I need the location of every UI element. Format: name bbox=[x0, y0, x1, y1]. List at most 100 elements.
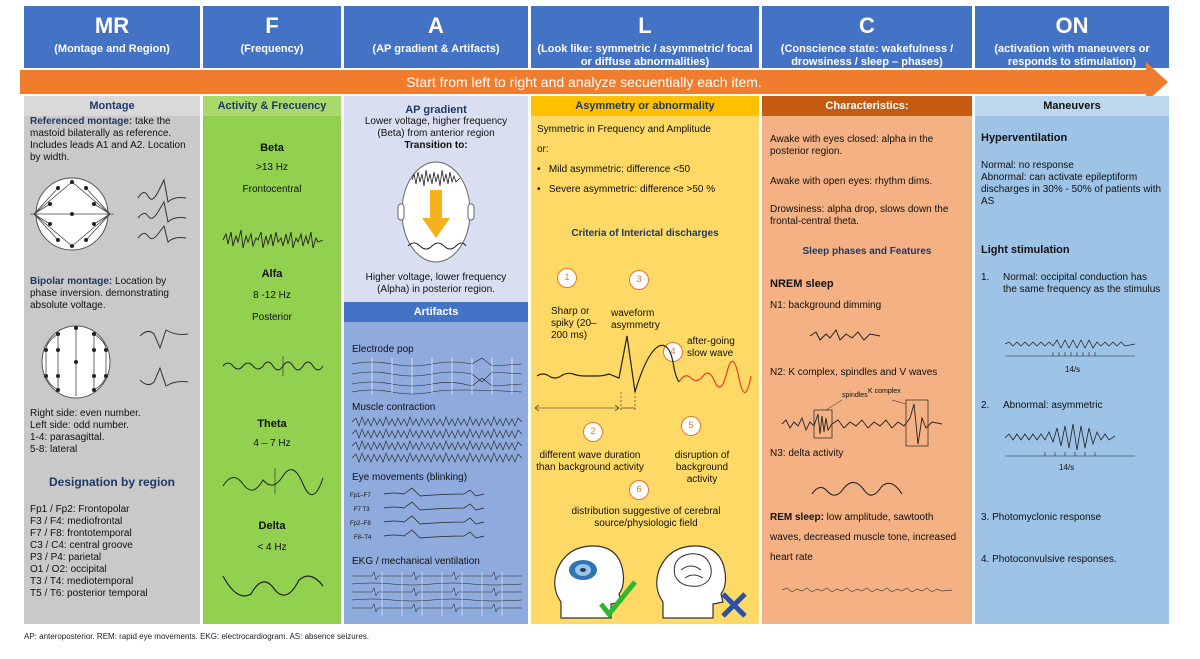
header-mr-sub: (Montage and Region) bbox=[54, 43, 170, 55]
light-normal-text: Normal: occipital conduction has the sam… bbox=[1003, 272, 1161, 295]
header-l-sub: (Look like: symmetric / asymmetric/ foca… bbox=[537, 43, 753, 68]
referenced-montage-head-diagram bbox=[30, 177, 114, 251]
rem-sleep-label: REM sleep: bbox=[770, 512, 824, 523]
referenced-montage-text: Referenced montage: take the mastoid bil… bbox=[30, 116, 196, 164]
band-theta-name: Theta bbox=[257, 418, 287, 430]
bipolar-montage-waves bbox=[139, 329, 189, 387]
hyperventilation-normal: Normal: no response bbox=[981, 160, 1074, 171]
maneuvers-column: Maneuvers Hyperventilation Normal: no re… bbox=[975, 96, 1169, 624]
artifact-electrode-pop: Electrode pop bbox=[352, 344, 414, 355]
band-beta-name: Beta bbox=[260, 142, 284, 154]
frequency-title: Activity & Frecuency bbox=[203, 96, 341, 116]
hyperventilation-title: Hyperventilation bbox=[981, 132, 1068, 144]
header-a: A (AP gradient & Artifacts) bbox=[344, 6, 528, 68]
criterion-number: 1 bbox=[557, 268, 577, 288]
eye-lead-label: F7 T3 bbox=[354, 507, 370, 513]
criterion-text: after-going slow wave bbox=[687, 336, 735, 359]
beta-waveform bbox=[222, 229, 324, 249]
conscience-column: Characteristics: Awake with eyes closed:… bbox=[762, 96, 972, 624]
band-beta-range: >13 Hz bbox=[256, 162, 288, 173]
interictal-discharge-waveform bbox=[534, 335, 752, 412]
band-delta-name: Delta bbox=[258, 520, 286, 532]
criterion-number: 2 bbox=[583, 422, 603, 442]
conscience-item: Drowsiness: alpha drop, slows down the f… bbox=[770, 204, 949, 227]
region-designation-title: Designation by region bbox=[48, 475, 175, 489]
n2-waveform bbox=[781, 399, 943, 447]
referenced-montage-waves bbox=[137, 178, 187, 243]
header-c-sub: (Conscience state: wakefulness / drowsin… bbox=[780, 43, 954, 68]
ap-gradient-title: AP gradient bbox=[405, 104, 467, 116]
header-a-sub: (AP gradient & Artifacts) bbox=[372, 43, 500, 55]
criterion-number: 6 bbox=[629, 480, 649, 500]
bipolar-montage-head-diagram bbox=[41, 325, 111, 399]
banner: Start from left to right and analyze sec… bbox=[20, 70, 1148, 94]
band-alfa-range: 8 -12 Hz bbox=[253, 290, 291, 301]
rem-sleep-desc: low amplitude, sawtooth waves, decreased… bbox=[770, 512, 957, 563]
band-theta-range: 4 – 7 Hz bbox=[253, 438, 291, 449]
sleep-phases-title: Sleep phases and Features bbox=[802, 246, 932, 257]
light-item-number: 1. bbox=[981, 272, 990, 283]
banner-arrowhead bbox=[1146, 62, 1168, 102]
header-f-sub: (Frequency) bbox=[240, 43, 304, 55]
head-brain-diagram bbox=[656, 545, 747, 619]
artifacts-section: Artifacts Electrode pop Muscle contracti… bbox=[344, 302, 528, 624]
nrem-title: NREM sleep bbox=[770, 278, 834, 290]
artifact-eye-movements: Eye movements (blinking) bbox=[352, 472, 468, 483]
header-l: L (Look like: symmetric / asymmetric/ fo… bbox=[531, 6, 759, 68]
look-bullet-mild: • Mild asymmetric: difference <50 bbox=[537, 164, 691, 175]
eye-lead-label: F8–T4 bbox=[354, 535, 372, 541]
side-numbering-item: Right side: even number. bbox=[30, 408, 141, 419]
n3-waveform bbox=[811, 481, 903, 496]
artifact-muscle-contraction: Muscle contraction bbox=[352, 402, 436, 413]
montage-column: Montage Referenced montage: take the mas… bbox=[24, 96, 200, 624]
alfa-waveform bbox=[222, 356, 324, 376]
header-on-letter: ON bbox=[1055, 13, 1089, 38]
light-photoconvulsive: 4. Photoconvulsive responses. bbox=[981, 554, 1117, 565]
theta-waveform bbox=[222, 468, 324, 495]
region-item: O1 / O2: occipital bbox=[30, 564, 107, 575]
band-beta-location: Frontocentral bbox=[242, 184, 302, 195]
light-abnormal-text: Abnormal: asymmetric bbox=[1003, 400, 1103, 411]
frequency-column: Activity & Frecuency Beta >13 Hz Frontoc… bbox=[203, 96, 341, 624]
electrode-pop-trace bbox=[351, 357, 523, 395]
criterion-number: 3 bbox=[629, 270, 649, 290]
bipolar-montage-desc: Location by phase inversion. demonstrati… bbox=[30, 276, 169, 311]
spindles-label: spindles bbox=[842, 392, 868, 399]
band-alfa-location: Posterior bbox=[251, 312, 292, 323]
band-alfa-name: Alfa bbox=[261, 268, 283, 280]
look-bullet-severe-text: Severe asymmetric: difference >50 % bbox=[548, 184, 716, 195]
eye-movement-trace bbox=[383, 487, 485, 539]
delta-waveform bbox=[222, 575, 324, 597]
artifacts-title: Artifacts bbox=[344, 302, 528, 322]
header-c: C (Conscience state: wakefulness / drows… bbox=[762, 6, 972, 68]
light-rate-label: 14/s bbox=[1065, 365, 1081, 374]
header-f: F (Frequency) bbox=[203, 6, 341, 68]
criterion-text: distribution suggestive of cerebral sour… bbox=[571, 506, 721, 529]
bipolar-montage-label: Bipolar montage: bbox=[30, 276, 113, 287]
muscle-contraction-trace bbox=[351, 416, 523, 463]
header-l-letter: L bbox=[638, 13, 652, 38]
nrem-n1: N1: background dimming bbox=[770, 300, 882, 311]
look-column: Asymmetry or abnormality Symmetric in Fr… bbox=[531, 96, 759, 624]
side-numbering-list: Right side: even number. Left side: odd … bbox=[30, 408, 196, 456]
region-item: T5 / T6: posterior temporal bbox=[30, 588, 148, 599]
rem-sleep-text: REM sleep: low amplitude, sawtooth waves… bbox=[770, 508, 966, 568]
ap-transition-label: Transition to: bbox=[404, 140, 468, 151]
header-on: ON (activation with maneuvers or respond… bbox=[975, 6, 1169, 68]
ap-gradient-posterior: Higher voltage, lower frequency (Alpha) … bbox=[365, 272, 507, 295]
head-focus-diagram bbox=[554, 545, 637, 619]
maneuvers-title: Maneuvers bbox=[975, 96, 1169, 116]
header-on-sub: (activation with maneuvers or responds t… bbox=[994, 43, 1150, 68]
side-numbering-item: Left side: odd number. bbox=[30, 420, 129, 431]
bipolar-montage-text: Bipolar montage: Location by phase inver… bbox=[30, 276, 196, 312]
side-numbering-item: 1-4: parasagittal. bbox=[30, 432, 105, 443]
hyperventilation-abnormal: Abnormal: can activate epileptiform disc… bbox=[981, 172, 1162, 207]
k-complex-label: K complex bbox=[868, 388, 901, 395]
nrem-n3: N3: delta activity bbox=[770, 448, 844, 459]
criterion-text: Sharp or spiky (20–200 ms) bbox=[551, 306, 597, 341]
rem-waveform bbox=[781, 587, 953, 593]
criterion-text: different wave duration than background … bbox=[536, 450, 644, 473]
criterion-number: 5 bbox=[681, 416, 701, 436]
eye-lead-label: Fp2–F8 bbox=[350, 521, 371, 527]
header-mr: MR (Montage and Region) bbox=[24, 6, 200, 68]
